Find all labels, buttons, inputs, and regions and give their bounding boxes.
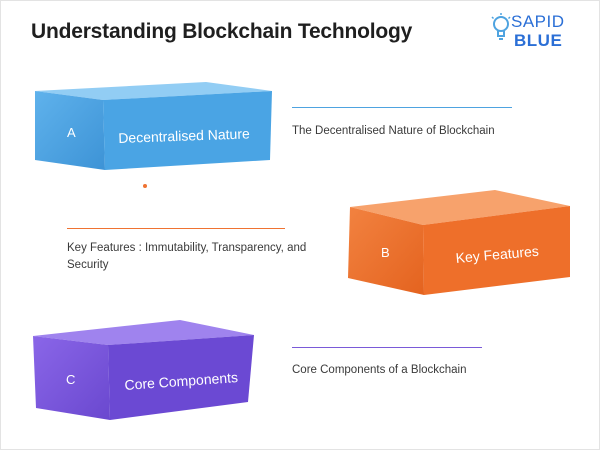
block-c-letter: C xyxy=(66,372,76,387)
accent-dot xyxy=(143,184,147,188)
step-a-description: The Decentralised Nature of Blockchain xyxy=(292,125,495,137)
block-b-letter: B xyxy=(381,245,390,260)
lightbulb-icon xyxy=(491,13,511,40)
logo-text-blue: BLUE xyxy=(514,31,563,50)
step-c-description: Core Components of a Blockchain xyxy=(292,364,467,376)
block-a-letter: A xyxy=(67,125,76,140)
rule-c xyxy=(292,347,482,348)
logo-text-sapid: SAPID xyxy=(511,12,565,31)
rule-a xyxy=(292,107,512,108)
page-title: Understanding Blockchain Technology xyxy=(31,20,413,43)
rule-b xyxy=(67,228,285,229)
brand-logo: SAPID BLUE xyxy=(490,8,570,54)
block-c xyxy=(33,320,254,420)
block-a xyxy=(35,82,272,170)
step-b-description: Key Features : Immutability, Transparenc… xyxy=(67,242,307,271)
block-b xyxy=(348,190,570,295)
